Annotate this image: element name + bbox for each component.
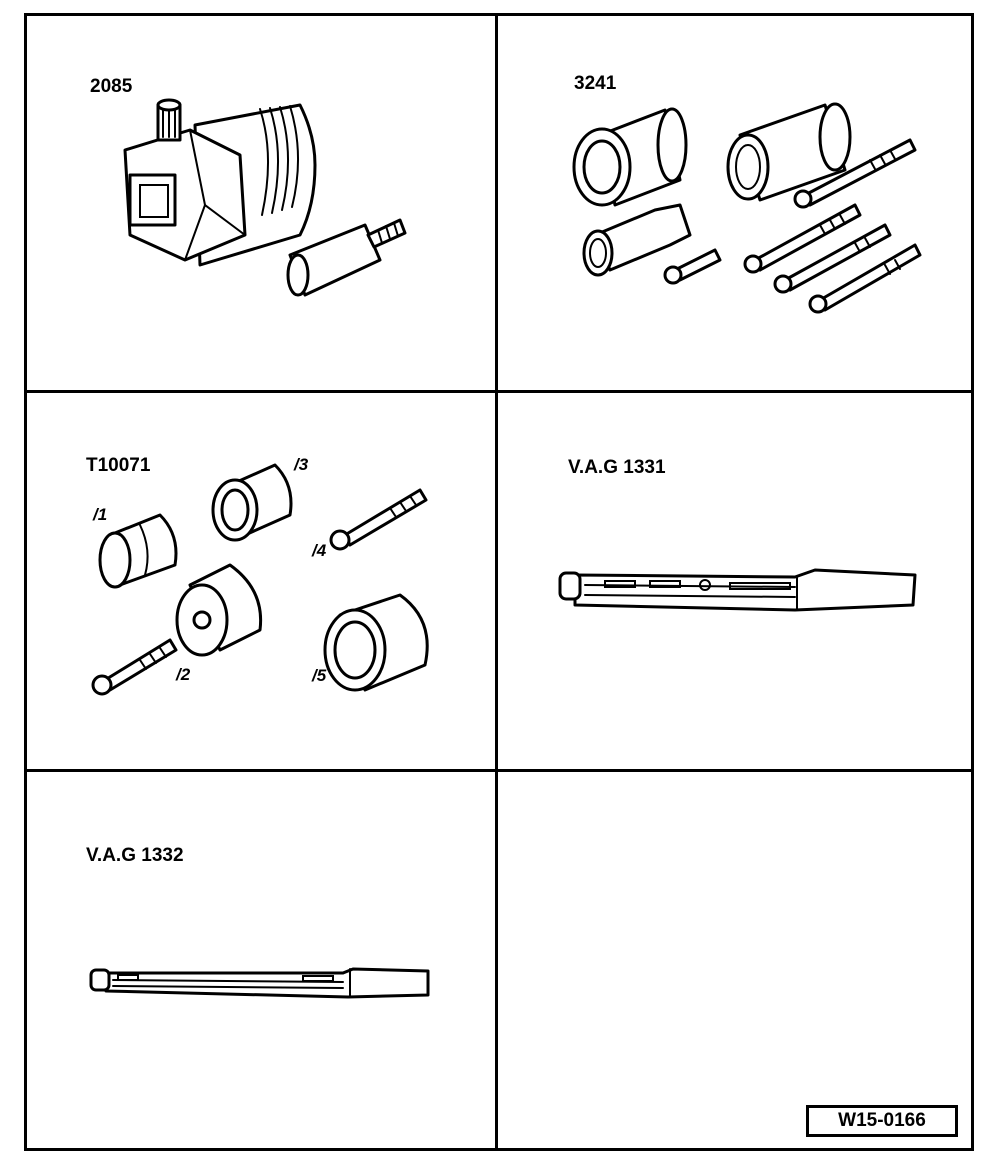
tool-label-t10071: T10071 xyxy=(86,455,151,476)
part-label-5: /5 xyxy=(312,666,327,685)
torque-wrench-vag-1331-illustration xyxy=(558,568,917,612)
torque-wrench-vag-1332-illustration xyxy=(89,967,430,999)
diagram-frame xyxy=(24,13,974,1151)
adapter-2085-illustration xyxy=(123,98,407,297)
tool-label-vag-1331: V.A.G 1331 xyxy=(568,457,666,478)
tool-label-3241: 3241 xyxy=(574,73,617,94)
tool-label-2085: 2085 xyxy=(90,76,133,97)
grid-divider-vertical xyxy=(495,13,498,1151)
part-label-4: /4 xyxy=(312,541,327,560)
part-label-3: /3 xyxy=(294,455,309,474)
figure-code-badge: W15-0166 xyxy=(806,1105,958,1137)
empty-cell xyxy=(498,772,971,1148)
tool-set-t10071-illustration xyxy=(91,463,429,696)
sleeve-set-3241-illustration xyxy=(572,102,922,314)
part-label-2: /2 xyxy=(176,665,191,684)
part-label-1: /1 xyxy=(93,505,108,524)
grid-divider-row-2 xyxy=(24,769,974,772)
tool-label-vag-1332: V.A.G 1332 xyxy=(86,845,184,866)
grid-divider-row-1 xyxy=(24,390,974,393)
